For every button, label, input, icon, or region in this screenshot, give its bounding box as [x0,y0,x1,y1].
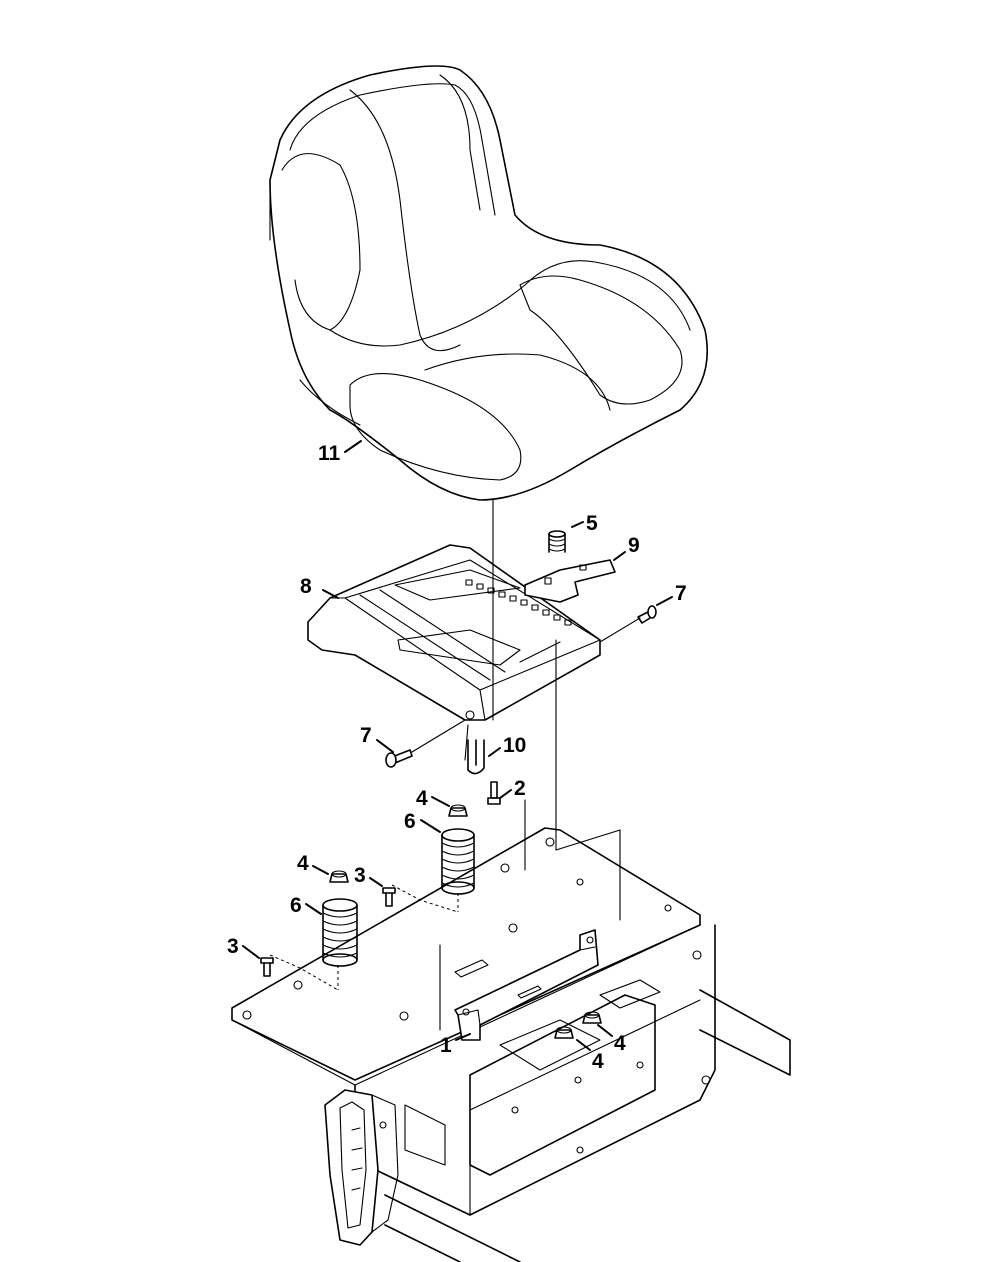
adjustment-lever [324,1089,399,1246]
callout-label-6-upper: 6 [404,810,416,833]
clevis-pin-left [385,749,413,768]
nut-left [329,870,349,883]
callout-label-4-left: 4 [297,852,309,875]
spring-left [322,898,358,967]
hairpin-clip [467,739,485,775]
callout-label-5: 5 [586,512,598,535]
callout-label-6-left: 6 [290,894,302,917]
callout-label-7-left: 7 [360,724,372,747]
nut-upper [448,804,468,817]
callout-label-4-upper: 4 [416,787,428,810]
callout-label-10: 10 [503,734,526,757]
callout-label-2: 2 [514,777,526,800]
clevis-pin-right [637,605,657,624]
bolt-item2 [487,781,501,805]
callout-label-4-bracket-b: 4 [614,1032,626,1055]
small-spring [548,530,566,553]
callout-label-1: 1 [440,1034,452,1057]
callout-leaders [242,440,673,1051]
nut-bracket-b [582,1011,602,1024]
slide-bracket [524,559,616,603]
callout-label-8: 8 [300,575,312,598]
bolt-mid [382,887,396,907]
callout-label-3-left: 3 [227,935,239,958]
nut-bracket-a [554,1026,574,1039]
callout-label-11: 11 [318,442,341,465]
seat-cushion [269,65,708,501]
bolt-left [260,957,274,977]
chassis-frame [231,827,791,1262]
callout-label-3-mid: 3 [354,864,366,887]
seat-mounting-bracket [454,929,599,1041]
callout-label-4-bracket-a: 4 [592,1050,604,1073]
spring-right [441,828,475,895]
callout-label-9: 9 [628,534,640,557]
callout-label-7-right: 7 [675,582,687,605]
